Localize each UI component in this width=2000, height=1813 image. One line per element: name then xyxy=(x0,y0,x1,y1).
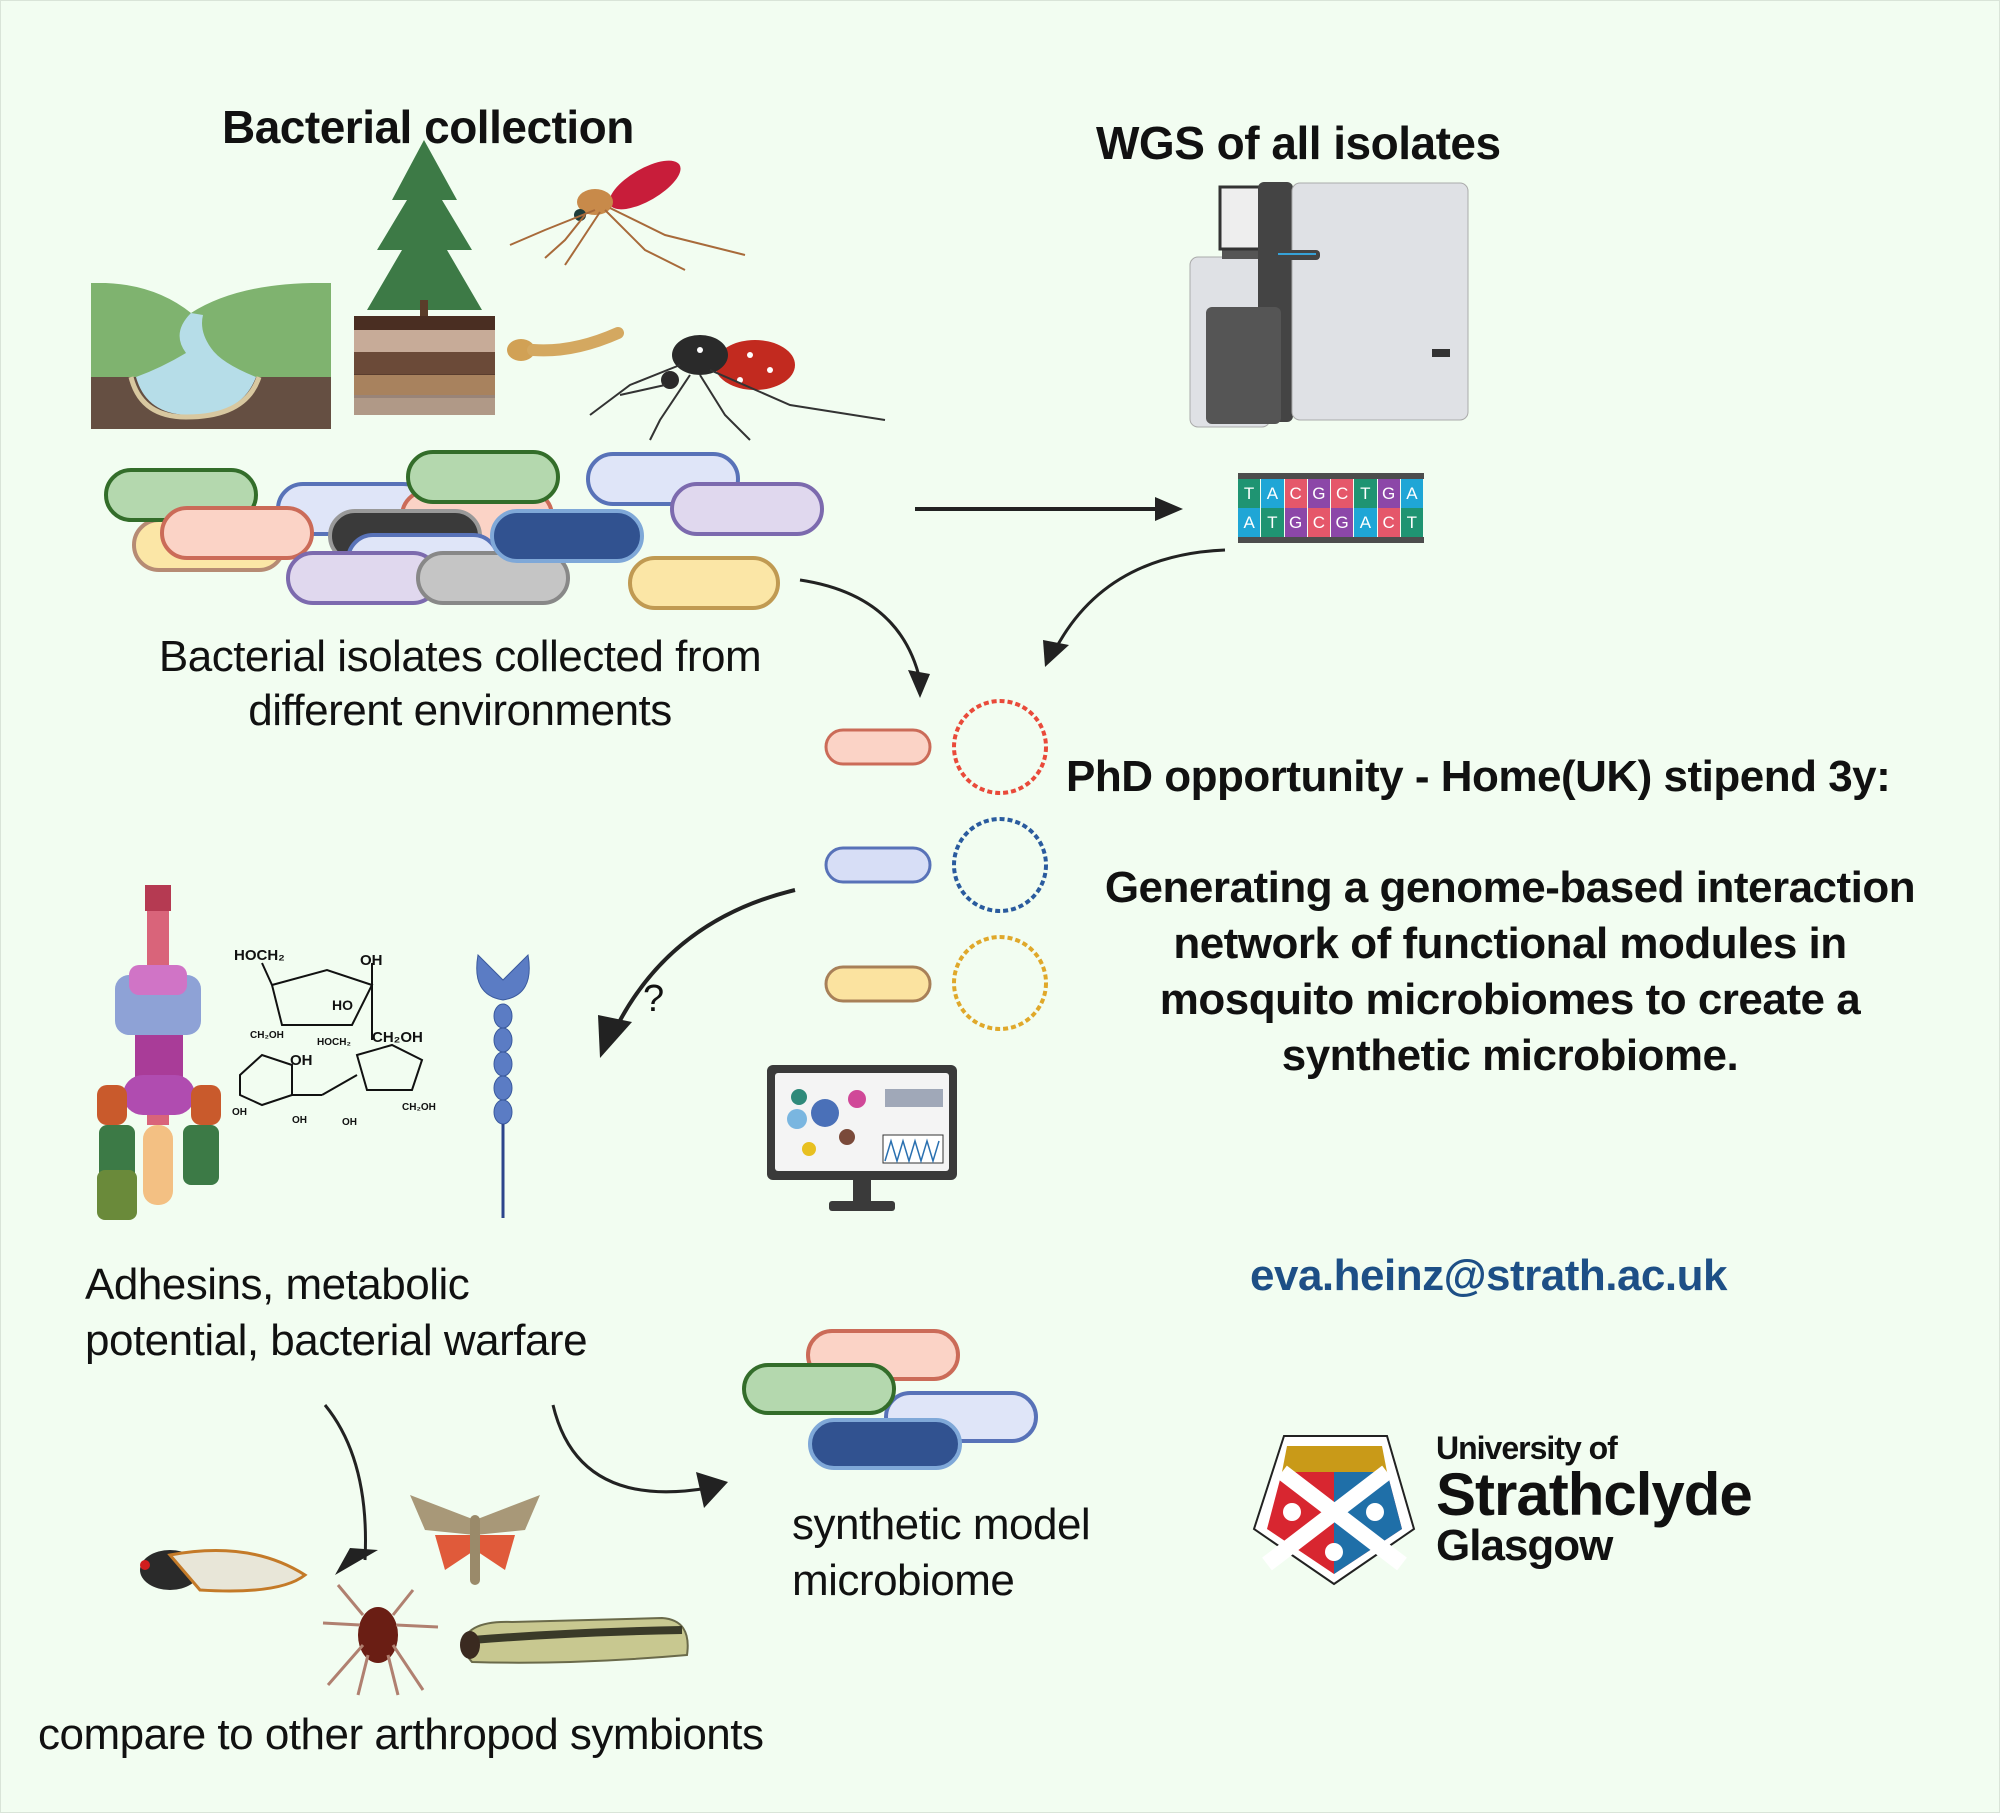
university-wordmark: University of Strathclyde Glasgow xyxy=(1436,1430,1753,1570)
mosquito-larva-icon xyxy=(507,327,624,361)
dna-backbone-bottom xyxy=(1238,537,1424,543)
project-title: Generating a genome-based interaction ne… xyxy=(1050,860,1970,1084)
caption-functions: Adhesins, metabolic potential, bacterial… xyxy=(85,1257,588,1369)
molecule-label-ch2oh: CH₂OH xyxy=(372,1029,423,1046)
caption-isolates-line1: Bacterial isolates collected from xyxy=(158,632,762,681)
dna-base-bottom: C xyxy=(1307,508,1330,537)
synthetic-bacteria-cluster-icon xyxy=(742,1329,1038,1470)
dna-base-top: G xyxy=(1377,479,1400,508)
project-title-line1: Generating a genome-based interaction xyxy=(1104,863,1916,912)
molecule-label-oh-mid: OH xyxy=(290,1052,313,1069)
project-headline: PhD opportunity - Home(UK) stipend 3y: xyxy=(1066,752,1891,801)
molecule-label-ho: HO xyxy=(332,997,353,1013)
arrow-curve-isolates xyxy=(799,578,930,698)
arrow-curve-dna xyxy=(1043,548,1226,667)
molecule-label-oh-1: OH xyxy=(232,1107,247,1118)
mosquito-aedes-icon xyxy=(589,335,886,441)
arrow-curve-functions xyxy=(598,888,796,1058)
caption-compare: compare to other arthropod symbionts xyxy=(38,1710,764,1759)
cicada-icon xyxy=(140,1549,308,1593)
bacteria-cluster-icon xyxy=(104,450,824,610)
caption-isolates: Bacterial isolates collected from differ… xyxy=(80,630,840,738)
dna-base-bottom: G xyxy=(1331,508,1354,537)
arrow-curve-synthetic xyxy=(551,1404,728,1508)
question-mark: ? xyxy=(643,978,664,1020)
title-wgs: WGS of all isolates xyxy=(1096,117,1501,169)
secretion-system-icon xyxy=(97,885,221,1220)
river-landscape-icon xyxy=(91,282,331,429)
project-title-line2: network of functional modules in xyxy=(1173,919,1847,968)
university-line1: University of xyxy=(1436,1430,1618,1466)
dna-base-top: A xyxy=(1261,479,1284,508)
adhesin-icon xyxy=(476,953,530,1218)
molecule-label-hoch2: HOCH₂ xyxy=(234,947,285,964)
dna-base-top: C xyxy=(1284,479,1307,508)
sequencer-icon xyxy=(1189,182,1469,428)
caterpillar-icon xyxy=(460,1616,689,1664)
project-title-line4: synthetic microbiome. xyxy=(1281,1031,1739,1080)
university-line2: Strathclyde xyxy=(1436,1461,1753,1528)
caption-functions-line1: Adhesins, metabolic xyxy=(85,1260,470,1309)
dna-base-bottom: A xyxy=(1354,508,1377,537)
dna-base-top: C xyxy=(1331,479,1354,508)
dna-backbone-top xyxy=(1238,473,1424,479)
dna-base-top: T xyxy=(1238,479,1261,508)
university-line3: Glasgow xyxy=(1436,1521,1613,1570)
molecule-label-oh-2: OH xyxy=(292,1115,307,1126)
arrow-curve-compare xyxy=(323,1404,378,1575)
contact-email-link[interactable]: eva.heinz@strath.ac.uk xyxy=(1250,1251,1727,1300)
caption-functions-line2: potential, bacterial warfare xyxy=(85,1316,588,1365)
caption-synthetic: synthetic model microbiome xyxy=(792,1497,1091,1609)
title-bacterial-collection: Bacterial collection xyxy=(222,101,634,153)
dna-base-bottom: C xyxy=(1377,508,1400,537)
computer-analysis-icon xyxy=(767,1065,957,1211)
mosquito-culex-icon xyxy=(509,160,746,271)
molecule-label-hoch2-small: HOCH₂ xyxy=(317,1037,351,1048)
bacterium-plasmid-icon xyxy=(824,699,1048,1031)
sugar-molecule-icon: HOCH₂ OH HO CH₂OH CH₂OH OH HOCH₂ OH OH O… xyxy=(232,947,436,1128)
molecule-label-oh-top: OH xyxy=(360,952,383,969)
university-crest-icon xyxy=(1252,1435,1416,1586)
dna-base-top: A xyxy=(1400,479,1423,508)
dna-base-top: G xyxy=(1307,479,1330,508)
moth-icon xyxy=(410,1495,540,1585)
caption-synthetic-line1: synthetic model xyxy=(792,1500,1091,1549)
dna-base-bottom: T xyxy=(1261,508,1284,537)
dna-base-bottom: A xyxy=(1238,508,1261,537)
tick-icon xyxy=(322,1584,439,1696)
dna-base-top: T xyxy=(1354,479,1377,508)
soil-tree-icon xyxy=(354,140,495,415)
dna-base-bottom: T xyxy=(1400,508,1423,537)
dna-base-bottom: G xyxy=(1284,508,1307,537)
arrow-right xyxy=(915,497,1183,521)
molecule-label-ch2oh-2: CH₂OH xyxy=(402,1102,436,1113)
caption-synthetic-line2: microbiome xyxy=(792,1556,1015,1605)
caption-isolates-line2: different environments xyxy=(248,686,672,735)
soil-lower-layers xyxy=(354,375,495,415)
molecule-label-oh-3: OH xyxy=(342,1117,357,1128)
project-title-line3: mosquito microbiomes to create a xyxy=(1159,975,1861,1024)
molecule-label-ch2oh-small: CH₂OH xyxy=(250,1030,284,1041)
